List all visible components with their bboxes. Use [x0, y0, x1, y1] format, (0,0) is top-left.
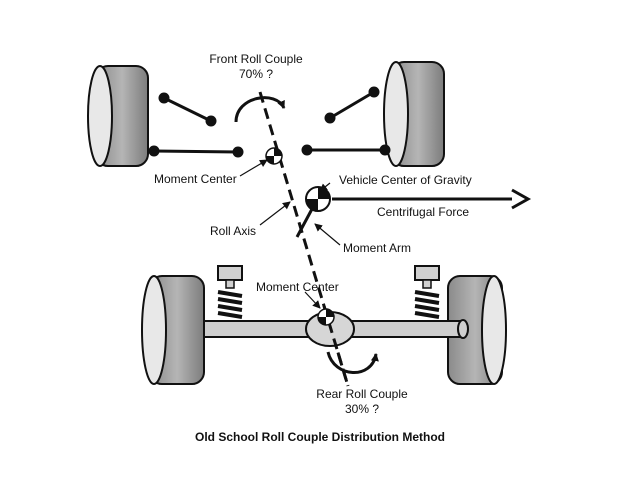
moment-center-rear-label: Moment Center	[256, 280, 339, 294]
diagram-caption: Old School Roll Couple Distribution Meth…	[195, 430, 445, 444]
front-left-wheel	[87, 65, 149, 167]
rear-moment-center-marker	[317, 308, 335, 326]
front-right-control-arms	[301, 86, 391, 156]
rear-left-wheel	[141, 275, 205, 385]
roll-axis-line-rear-segment	[322, 305, 350, 387]
moment-center-front-label: Moment Center	[154, 172, 237, 186]
centrifugal-force-label: Centrifugal Force	[377, 205, 470, 219]
vehicle-cg-label: Vehicle Center of Gravity	[339, 173, 472, 187]
rear-right-wheel	[447, 275, 507, 385]
rear-roll-couple-value: 30% ?	[344, 402, 380, 416]
moment-arm-line	[295, 208, 314, 238]
front-roll-couple-value: 70% ?	[238, 67, 274, 81]
front-right-wheel	[383, 61, 445, 167]
front-roll-couple-title: Front Roll Couple	[209, 52, 303, 66]
centrifugal-force-arrow	[332, 188, 532, 210]
rear-roll-couple-arrow	[326, 351, 379, 374]
front-moment-center-marker	[265, 147, 283, 165]
rear-roll-couple-title: Rear Roll Couple	[316, 387, 408, 401]
moment-arm-label: Moment Arm	[343, 241, 412, 255]
rear-left-spring	[217, 265, 243, 319]
front-roll-couple-arrow	[234, 96, 286, 123]
rear-right-spring	[414, 265, 440, 319]
label-pointers	[239, 159, 341, 309]
cg-marker	[305, 186, 331, 212]
roll-axis-label: Roll Axis	[210, 224, 257, 238]
front-left-control-arms	[148, 92, 244, 158]
